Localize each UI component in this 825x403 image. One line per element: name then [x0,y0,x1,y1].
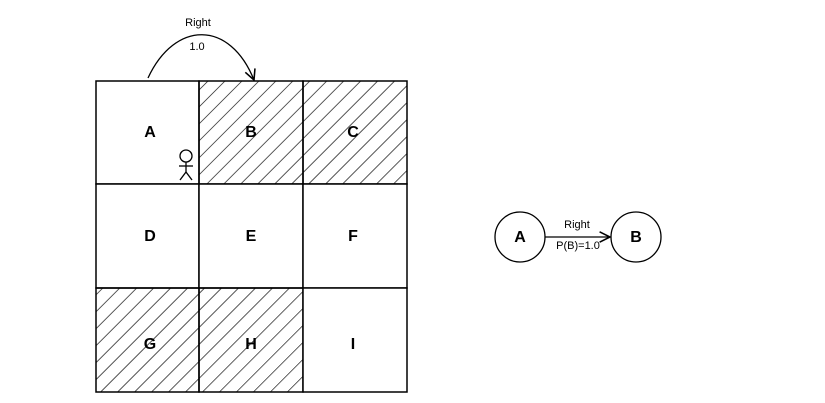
grid-cell-a: A [95,80,200,185]
grid-cell-h: H [198,287,304,393]
graph-edge: Right P(B)=1.0 [545,219,610,252]
cell-label: G [144,336,156,353]
grid-cell-f: F [302,183,408,289]
edge-probability-label: P(B)=1.0 [556,240,600,252]
graph-node-a: A [494,211,546,263]
grid-cell-g: G [95,287,200,393]
cell-label: A [144,124,156,141]
transition-graph: A Right P(B)=1.0 B [494,211,662,263]
grid-cell-d: D [95,183,200,289]
cell-label: D [144,228,156,245]
cell-label: F [348,228,358,245]
cell-label: E [246,228,257,245]
cell-label: H [245,336,257,353]
agent-icon [179,149,193,181]
node-label: B [630,229,642,246]
edge-action-label: Right [564,219,590,231]
node-label: A [514,229,526,246]
grid-world: A B C D E F G H [95,80,408,393]
grid-cell-e: E [198,183,304,289]
cell-label: C [347,124,359,141]
grid-cell-b: B [198,80,304,185]
grid-cell-c: C [302,80,408,185]
transition-arrow: Right 1.0 [147,17,254,80]
graph-node-b: B [610,211,662,263]
cell-label: I [351,336,355,353]
transition-action-label: Right [185,17,211,29]
transition-probability-label: 1.0 [189,41,204,53]
cell-label: B [245,124,257,141]
grid-cell-i: I [302,287,408,393]
